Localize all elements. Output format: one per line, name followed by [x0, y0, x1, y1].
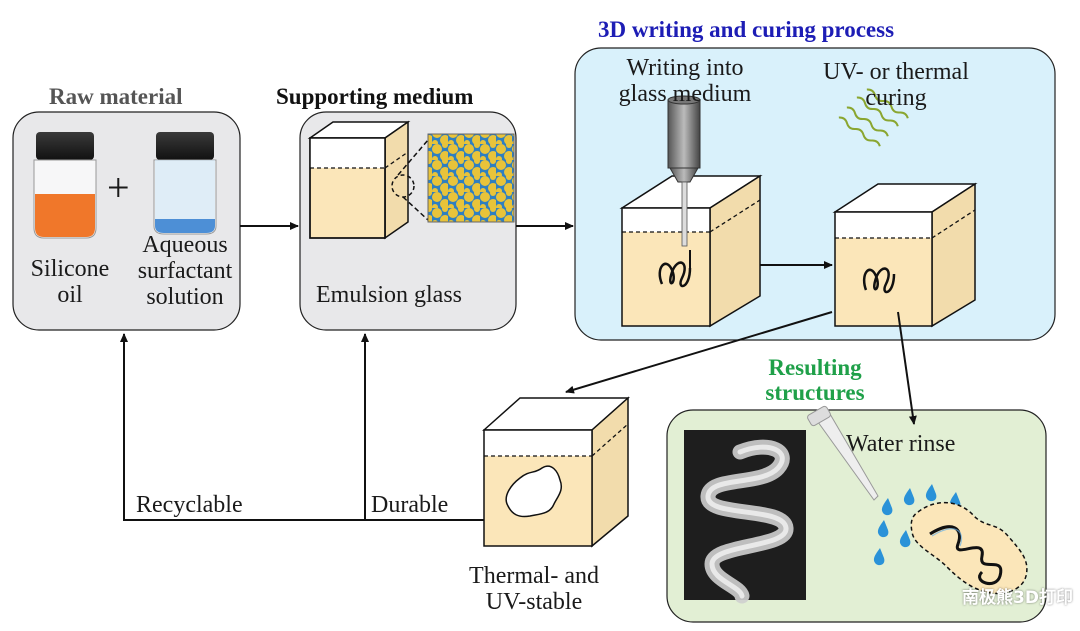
flow-arrows	[120, 222, 917, 521]
arrow-curing-to-rinse	[897, 311, 917, 425]
supporting-medium-title: Supporting medium	[276, 84, 474, 109]
curing-cube	[832, 182, 978, 328]
plus-sign: +	[107, 165, 130, 210]
helix-photo-icon	[684, 430, 806, 604]
emulsion-cube	[307, 120, 429, 240]
vial-icon	[33, 132, 97, 239]
stable-cube	[482, 396, 630, 548]
rinsed-structure	[910, 501, 1028, 595]
surfactant-solution-label: Aqueous surfactant solution	[137, 232, 233, 310]
emulsion-glass-label: Emulsion glass	[316, 282, 463, 308]
durable-label: Durable	[371, 492, 449, 518]
nozzle-icon	[667, 95, 701, 247]
silicone-oil-label: Silicone oil	[30, 256, 110, 308]
watermark: 南极熊3D打印	[962, 588, 1073, 608]
writing-label: Writing into glass medium	[618, 55, 752, 107]
vial-icon	[153, 132, 217, 235]
writing-cube	[619, 174, 763, 328]
recyclable-label: Recyclable	[136, 492, 243, 518]
emulsion-micrograph-icon	[427, 133, 515, 223]
results-title: Resulting structures	[765, 355, 865, 405]
curing-label: UV- or thermal curing	[823, 59, 969, 111]
stable-label: Thermal- and UV-stable	[469, 563, 599, 615]
arrow-curing-to-stable	[565, 311, 833, 394]
heat-wave-icon	[838, 88, 909, 147]
raw-material-title: Raw material	[49, 84, 183, 109]
process-title: 3D writing and curing process	[598, 17, 895, 42]
pipette-icon	[807, 405, 879, 501]
water-rinse-label: Water rinse	[846, 431, 956, 457]
